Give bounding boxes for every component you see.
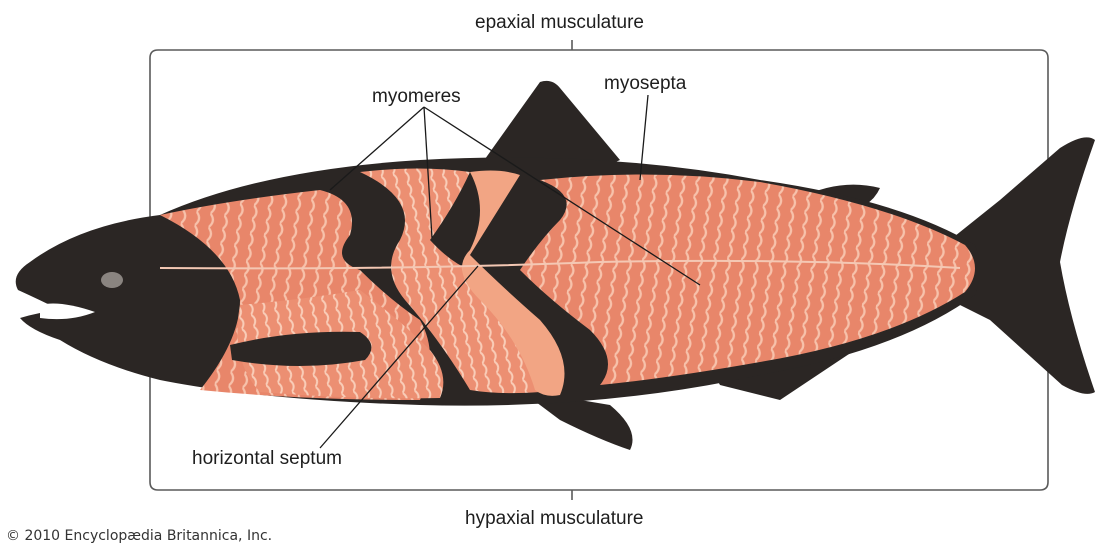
horizontal-septum-label: horizontal septum [192,448,342,470]
myosepta-label: myosepta [604,73,686,95]
copyright-credit: © 2010 Encyclopædia Britannica, Inc. [6,528,272,544]
eye [101,272,123,288]
myomeres-label: myomeres [372,86,461,108]
epaxial-musculature-label: epaxial musculature [475,12,644,34]
hypaxial-musculature-label: hypaxial musculature [465,508,643,530]
